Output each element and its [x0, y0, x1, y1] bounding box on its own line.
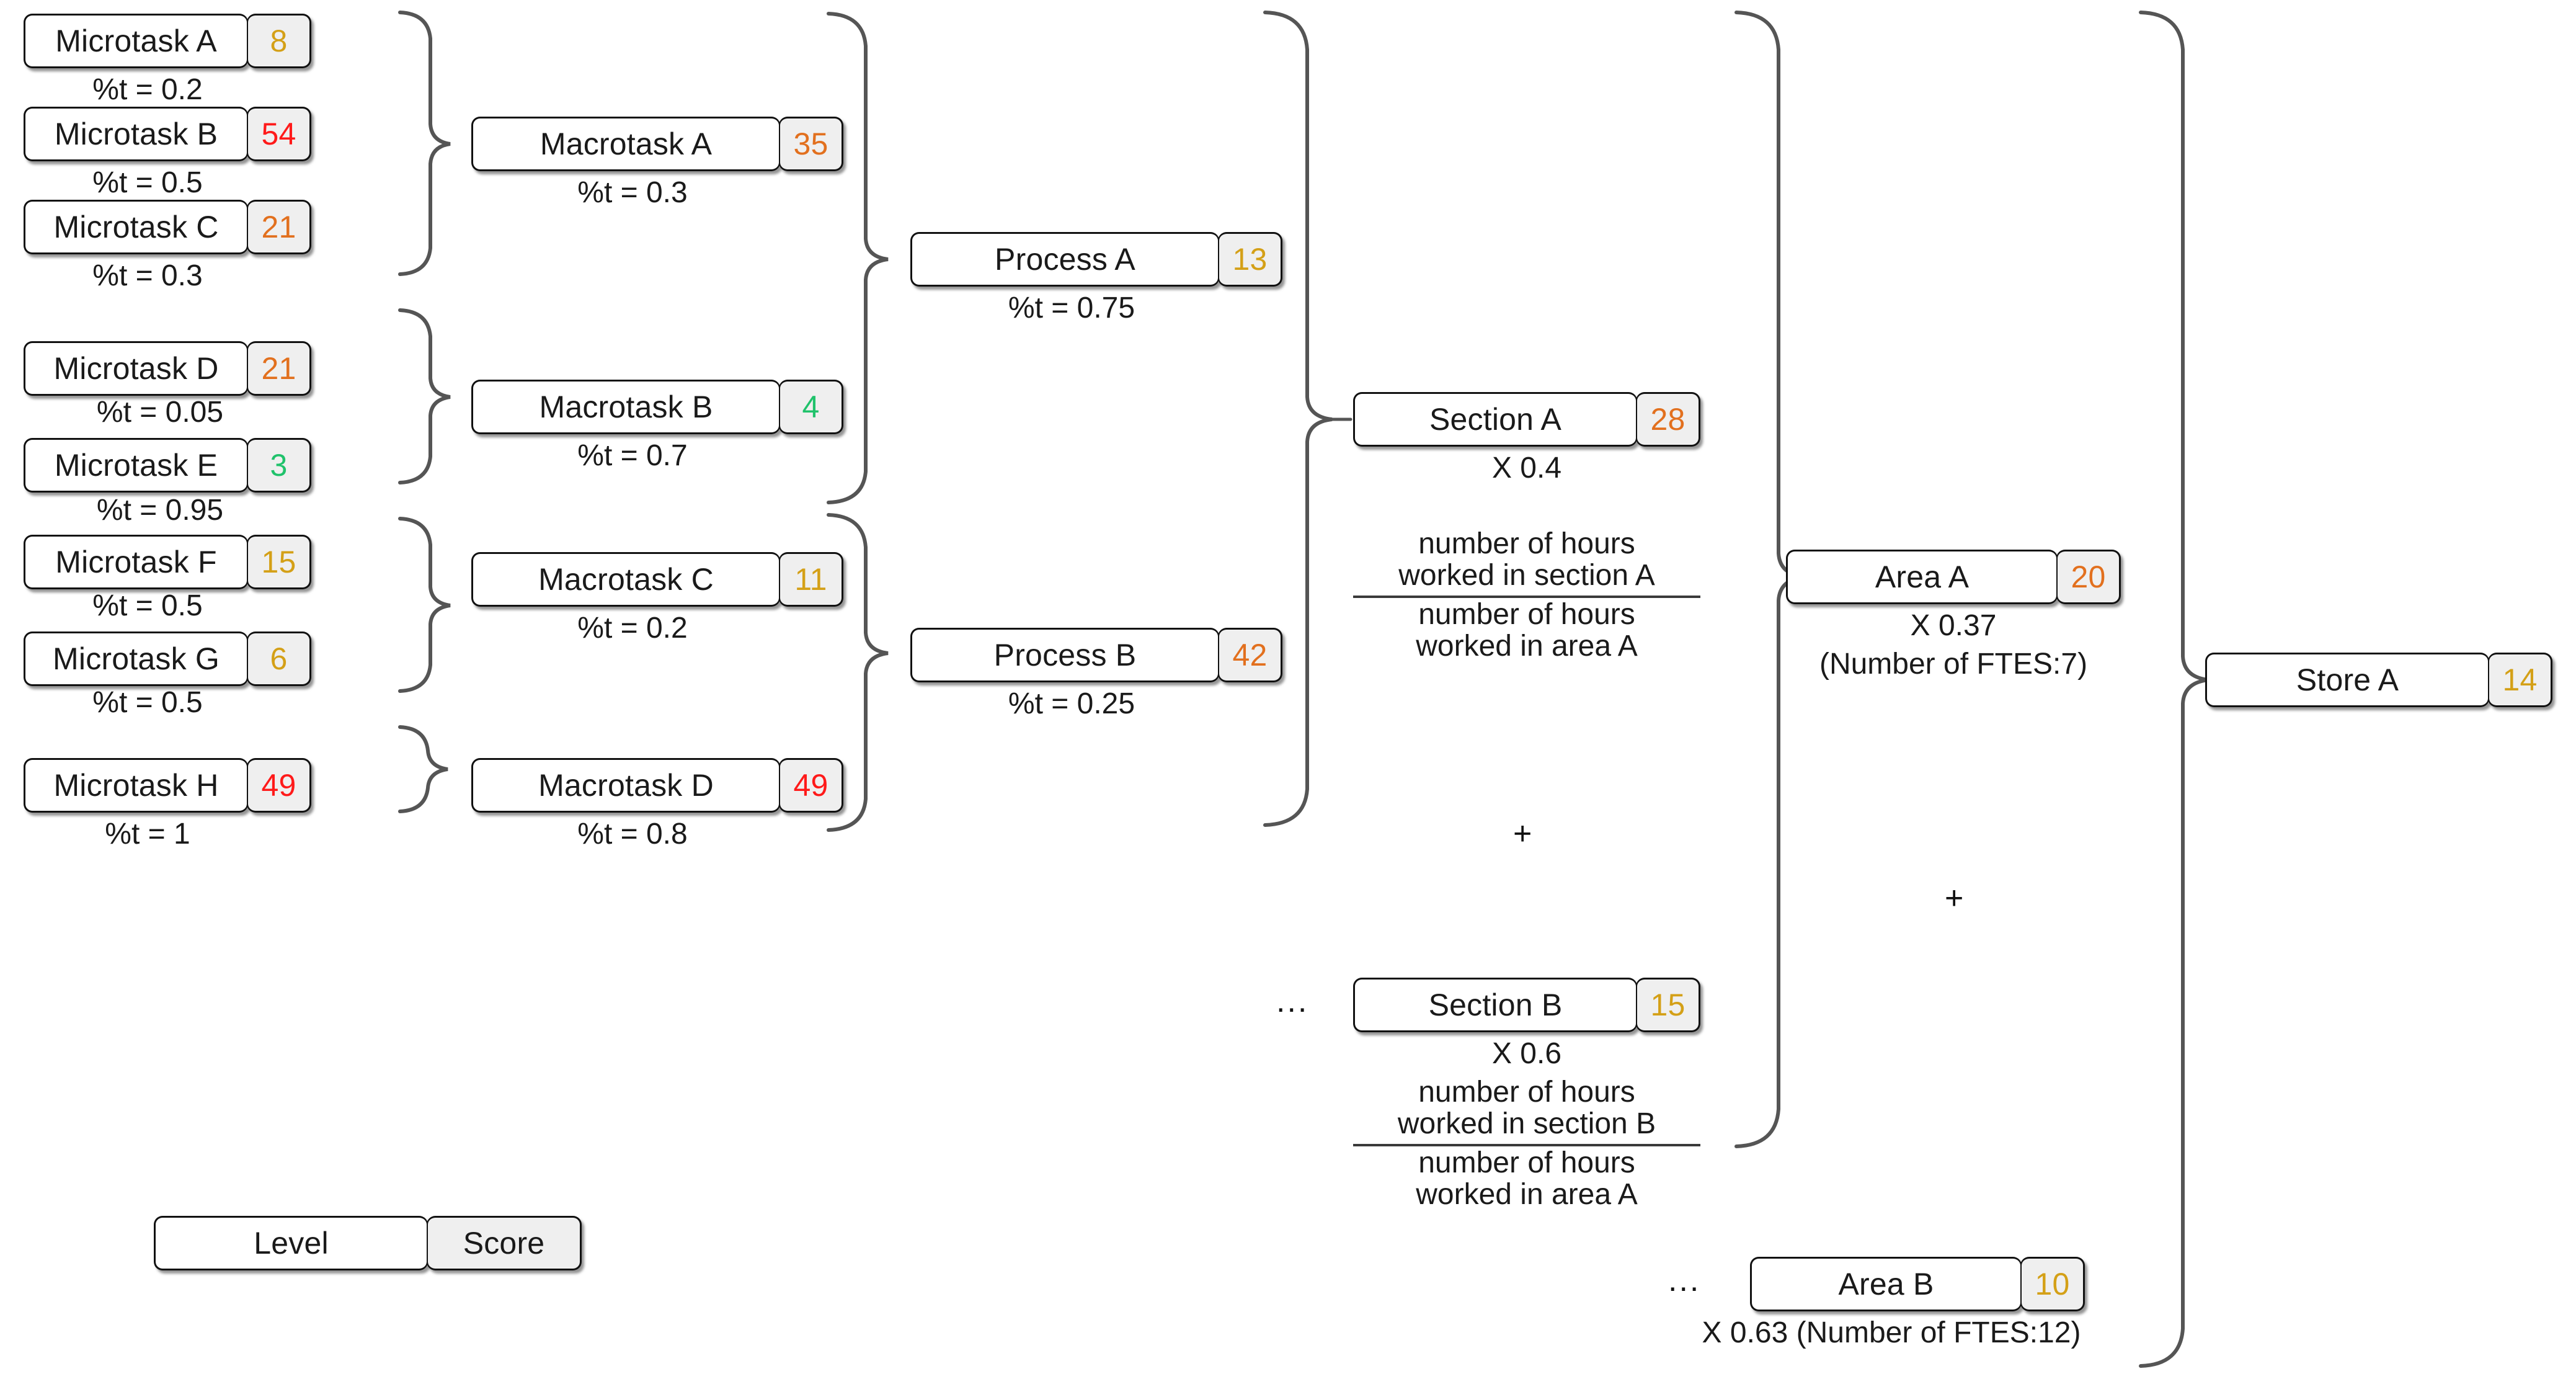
area-a-multiplier: X 0.37	[1910, 609, 1997, 642]
node-microtask-c[interactable]: Microtask C 21	[24, 200, 311, 254]
node-section-a[interactable]: Section A 28	[1353, 392, 1700, 447]
legend-level-label: Level	[154, 1216, 428, 1270]
node-label: Macrotask D	[471, 758, 780, 813]
legend-key: Level Score	[154, 1216, 582, 1270]
node-microtask-e[interactable]: Microtask E 3	[24, 438, 311, 493]
node-label: Macrotask C	[471, 552, 780, 607]
fraction-bar	[1353, 595, 1700, 598]
node-score: 8	[247, 14, 311, 68]
node-label: Macrotask B	[471, 380, 780, 434]
legend-score-label: Score	[427, 1216, 582, 1270]
node-microtask-a[interactable]: Microtask A 8	[24, 14, 311, 68]
node-label: Area A	[1786, 550, 2058, 604]
node-label: Store A	[2205, 653, 2489, 707]
area-b-ellipsis: ...	[1668, 1262, 1701, 1298]
node-score: 21	[247, 200, 311, 254]
node-score: 42	[1218, 628, 1282, 682]
microtask-c-caption: %t = 0.3	[92, 259, 203, 292]
node-label: Microtask B	[24, 107, 248, 161]
node-label: Section B	[1353, 978, 1637, 1032]
section-b-multiplier: X 0.6	[1491, 1037, 1562, 1070]
node-score: 14	[2488, 653, 2552, 707]
node-macrotask-c[interactable]: Macrotask C 11	[471, 552, 843, 607]
node-score: 15	[247, 535, 311, 589]
node-score: 21	[247, 341, 311, 396]
node-microtask-f[interactable]: Microtask F 15	[24, 535, 311, 589]
node-section-b[interactable]: Section B 15	[1353, 978, 1700, 1032]
microtask-d-caption: %t = 0.05	[96, 396, 224, 429]
node-label: Area B	[1750, 1257, 2022, 1311]
microtask-e-caption: %t = 0.95	[96, 494, 224, 527]
node-area-b[interactable]: Area B 10	[1750, 1257, 2085, 1311]
node-microtask-g[interactable]: Microtask G 6	[24, 631, 311, 686]
node-label: Microtask A	[24, 14, 248, 68]
node-store-a[interactable]: Store A 14	[2205, 653, 2552, 707]
node-label: Section A	[1353, 392, 1637, 447]
microtask-g-caption: %t = 0.5	[92, 686, 203, 719]
node-score: 20	[2056, 550, 2121, 604]
fraction-denominator: number of hours worked in area A	[1416, 597, 1638, 663]
node-score: 28	[1636, 392, 1700, 447]
node-score: 6	[247, 631, 311, 686]
node-macrotask-d[interactable]: Macrotask D 49	[471, 758, 843, 813]
node-process-a[interactable]: Process A 13	[910, 232, 1282, 287]
fraction-numerator: number of hours worked in section A	[1398, 527, 1655, 592]
microtask-a-caption: %t = 0.2	[92, 73, 203, 106]
node-score: 11	[779, 552, 843, 607]
node-score: 4	[779, 380, 843, 434]
node-macrotask-a[interactable]: Macrotask A 35	[471, 117, 843, 171]
node-label: Process B	[910, 628, 1219, 682]
section-a-multiplier: X 0.4	[1491, 452, 1562, 484]
process-b-caption: %t = 0.25	[1008, 687, 1135, 720]
node-label: Macrotask A	[471, 117, 780, 171]
process-a-caption: %t = 0.75	[1008, 292, 1135, 324]
node-score: 49	[247, 758, 311, 813]
macrotask-d-caption: %t = 0.8	[577, 818, 688, 850]
section-b-fraction: number of hours worked in section B numb…	[1353, 1076, 1700, 1211]
plus-operator-sections: +	[1513, 816, 1532, 852]
macrotask-a-caption: %t = 0.3	[577, 176, 688, 209]
node-score: 54	[247, 107, 311, 161]
node-label: Microtask C	[24, 200, 248, 254]
section-a-fraction: number of hours worked in section A numb…	[1353, 527, 1700, 663]
plus-operator-areas: +	[1945, 880, 1964, 916]
section-b-ellipsis: ...	[1276, 983, 1309, 1019]
node-microtask-d[interactable]: Microtask D 21	[24, 341, 311, 396]
node-microtask-h[interactable]: Microtask H 49	[24, 758, 311, 813]
fraction-numerator: number of hours worked in section B	[1397, 1076, 1656, 1140]
node-label: Microtask H	[24, 758, 248, 813]
node-area-a[interactable]: Area A 20	[1786, 550, 2121, 604]
fraction-bar	[1353, 1143, 1700, 1146]
node-label: Microtask D	[24, 341, 248, 396]
node-score: 49	[779, 758, 843, 813]
node-microtask-b[interactable]: Microtask B 54	[24, 107, 311, 161]
node-score: 15	[1636, 978, 1700, 1032]
node-label: Process A	[910, 232, 1219, 287]
node-label: Microtask F	[24, 535, 248, 589]
node-label: Microtask G	[24, 631, 248, 686]
node-score: 10	[2020, 1257, 2085, 1311]
node-process-b[interactable]: Process B 42	[910, 628, 1282, 682]
node-score: 13	[1218, 232, 1282, 287]
node-score: 3	[247, 438, 311, 493]
node-score: 35	[779, 117, 843, 171]
node-macrotask-b[interactable]: Macrotask B 4	[471, 380, 843, 434]
macrotask-b-caption: %t = 0.7	[577, 439, 688, 472]
microtask-h-caption: %t = 1	[105, 818, 190, 850]
microtask-b-caption: %t = 0.5	[92, 166, 203, 199]
area-a-ftes: (Number of FTES:7)	[1819, 648, 2088, 681]
macrotask-c-caption: %t = 0.2	[577, 612, 688, 645]
microtask-f-caption: %t = 0.5	[92, 589, 203, 622]
node-label: Microtask E	[24, 438, 248, 493]
fraction-denominator: number of hours worked in area A	[1416, 1146, 1638, 1211]
area-b-multiplier: X 0.63 (Number of FTES:12)	[1702, 1316, 2081, 1349]
